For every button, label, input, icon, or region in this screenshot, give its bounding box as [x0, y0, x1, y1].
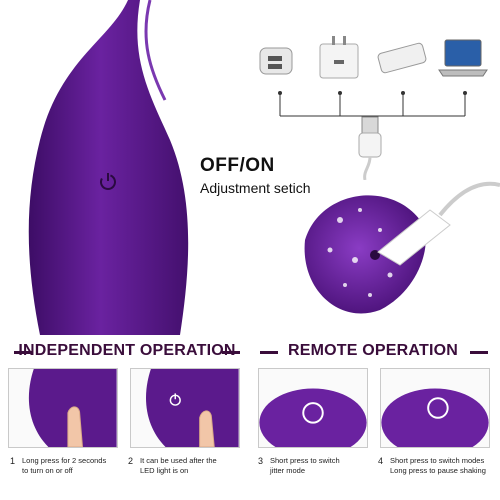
- step-caption-line: jitter mode: [270, 466, 306, 475]
- wall-adapter-icon: [319, 36, 359, 79]
- step-1-panel: [8, 368, 118, 448]
- section-title-independent: INDEPENDENT OPERATION: [18, 342, 236, 359]
- step-caption: Short press to switch modes Long press t…: [390, 456, 486, 476]
- charger-options: [250, 30, 490, 95]
- step-caption-line: Long press to pause shaking: [390, 466, 486, 475]
- step-3-panel: [258, 368, 368, 448]
- step-caption-line: Short press to switch: [270, 456, 340, 465]
- usb-plug-icon: [358, 116, 382, 180]
- step-caption-line: Short press to switch modes: [390, 456, 485, 465]
- step-number: 2: [128, 456, 134, 466]
- laptop-icon: [438, 39, 488, 77]
- step-2-panel: [130, 368, 240, 448]
- off-on-label: OFF/ON: [200, 155, 275, 176]
- car-charger-icon: [259, 47, 293, 75]
- step-caption: Short press to switch jitter mode: [270, 456, 340, 476]
- section-title-remote: REMOTE OPERATION: [287, 342, 459, 359]
- step-number: 4: [378, 456, 384, 466]
- title-decoration: [222, 351, 240, 354]
- step-number: 3: [258, 456, 264, 466]
- step-caption-line: It can be used after the: [140, 456, 217, 465]
- step-caption: Long press for 2 seconds to turn on or o…: [22, 456, 106, 476]
- step-caption-line: to turn on or off: [22, 466, 73, 475]
- title-decoration: [260, 351, 278, 354]
- power-bank-icon: [377, 42, 427, 74]
- power-icon: [100, 173, 116, 190]
- title-decoration: [470, 351, 488, 354]
- step-caption-line: Long press for 2 seconds: [22, 456, 107, 465]
- step-4-panel: [380, 368, 490, 448]
- adjustment-label: Adjustment setich: [200, 180, 311, 196]
- step-number: 1: [10, 456, 16, 466]
- device-hero-image: [28, 0, 189, 335]
- step-caption: It can be used after the LED light is on: [140, 456, 217, 476]
- step-caption-line: LED light is on: [140, 466, 189, 475]
- title-decoration: [14, 351, 32, 354]
- device-closeup-image: [304, 181, 500, 314]
- connection-lines: [278, 91, 467, 117]
